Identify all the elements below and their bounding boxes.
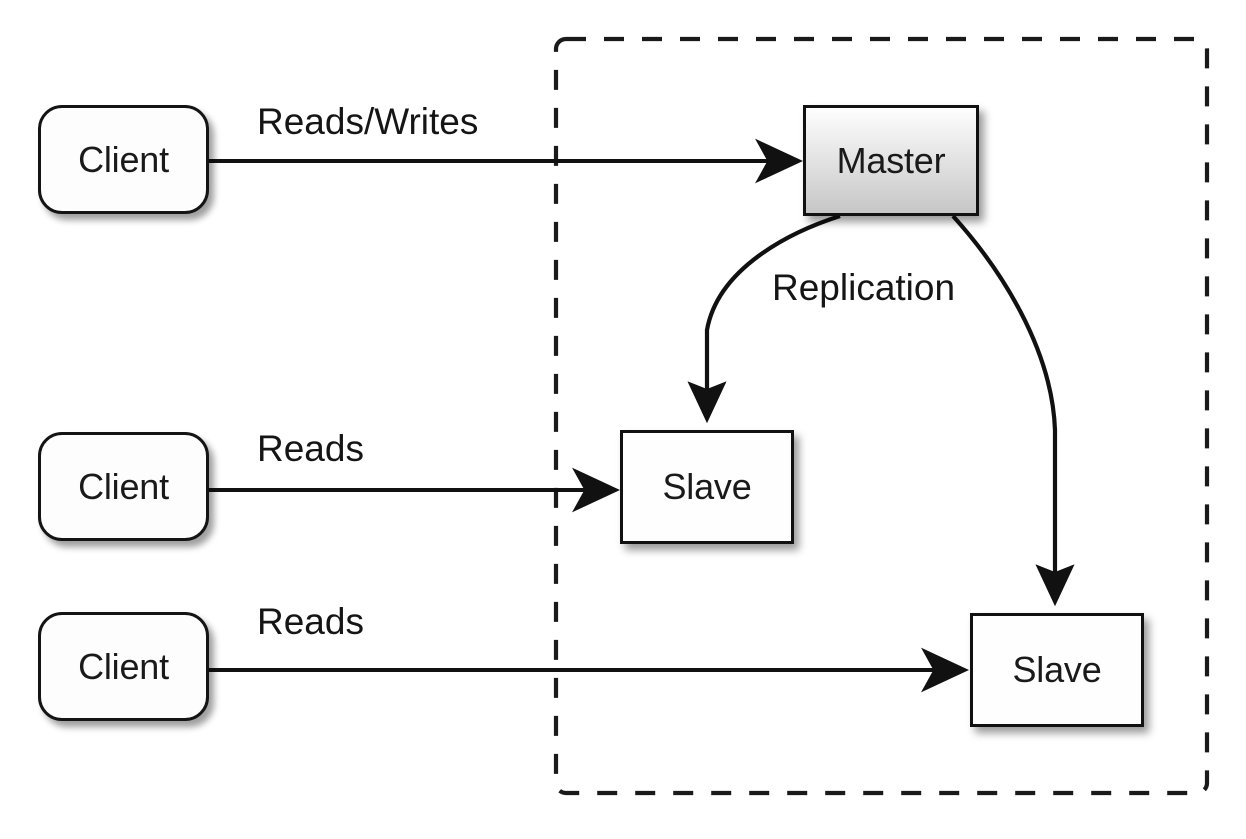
- edge-label-reads-middle: Reads: [257, 428, 364, 469]
- node-client-1[interactable]: Client: [38, 105, 209, 214]
- node-client-3-label: Client: [78, 645, 169, 687]
- edge-label-reads-bottom: Reads: [257, 601, 364, 642]
- edge-label-replication: Replication: [772, 267, 956, 308]
- cluster-boundary-dashed-rect: [553, 36, 1210, 796]
- node-client-1-label: Client: [78, 138, 169, 180]
- edge-label-reads-writes: Reads/Writes: [257, 101, 479, 142]
- node-master[interactable]: Master: [803, 105, 979, 216]
- node-slave-1-label: Slave: [662, 466, 752, 507]
- node-slave-1[interactable]: Slave: [620, 430, 794, 544]
- node-client-3[interactable]: Client: [38, 612, 209, 721]
- node-client-2-label: Client: [78, 465, 169, 507]
- node-client-2[interactable]: Client: [38, 432, 209, 541]
- node-slave-2[interactable]: Slave: [970, 613, 1144, 727]
- node-slave-2-label: Slave: [1012, 649, 1102, 690]
- edge-curve-master-slave1: [687, 214, 841, 424]
- node-master-label: Master: [836, 139, 946, 181]
- edge-curve-master-slave2: [951, 214, 1075, 607]
